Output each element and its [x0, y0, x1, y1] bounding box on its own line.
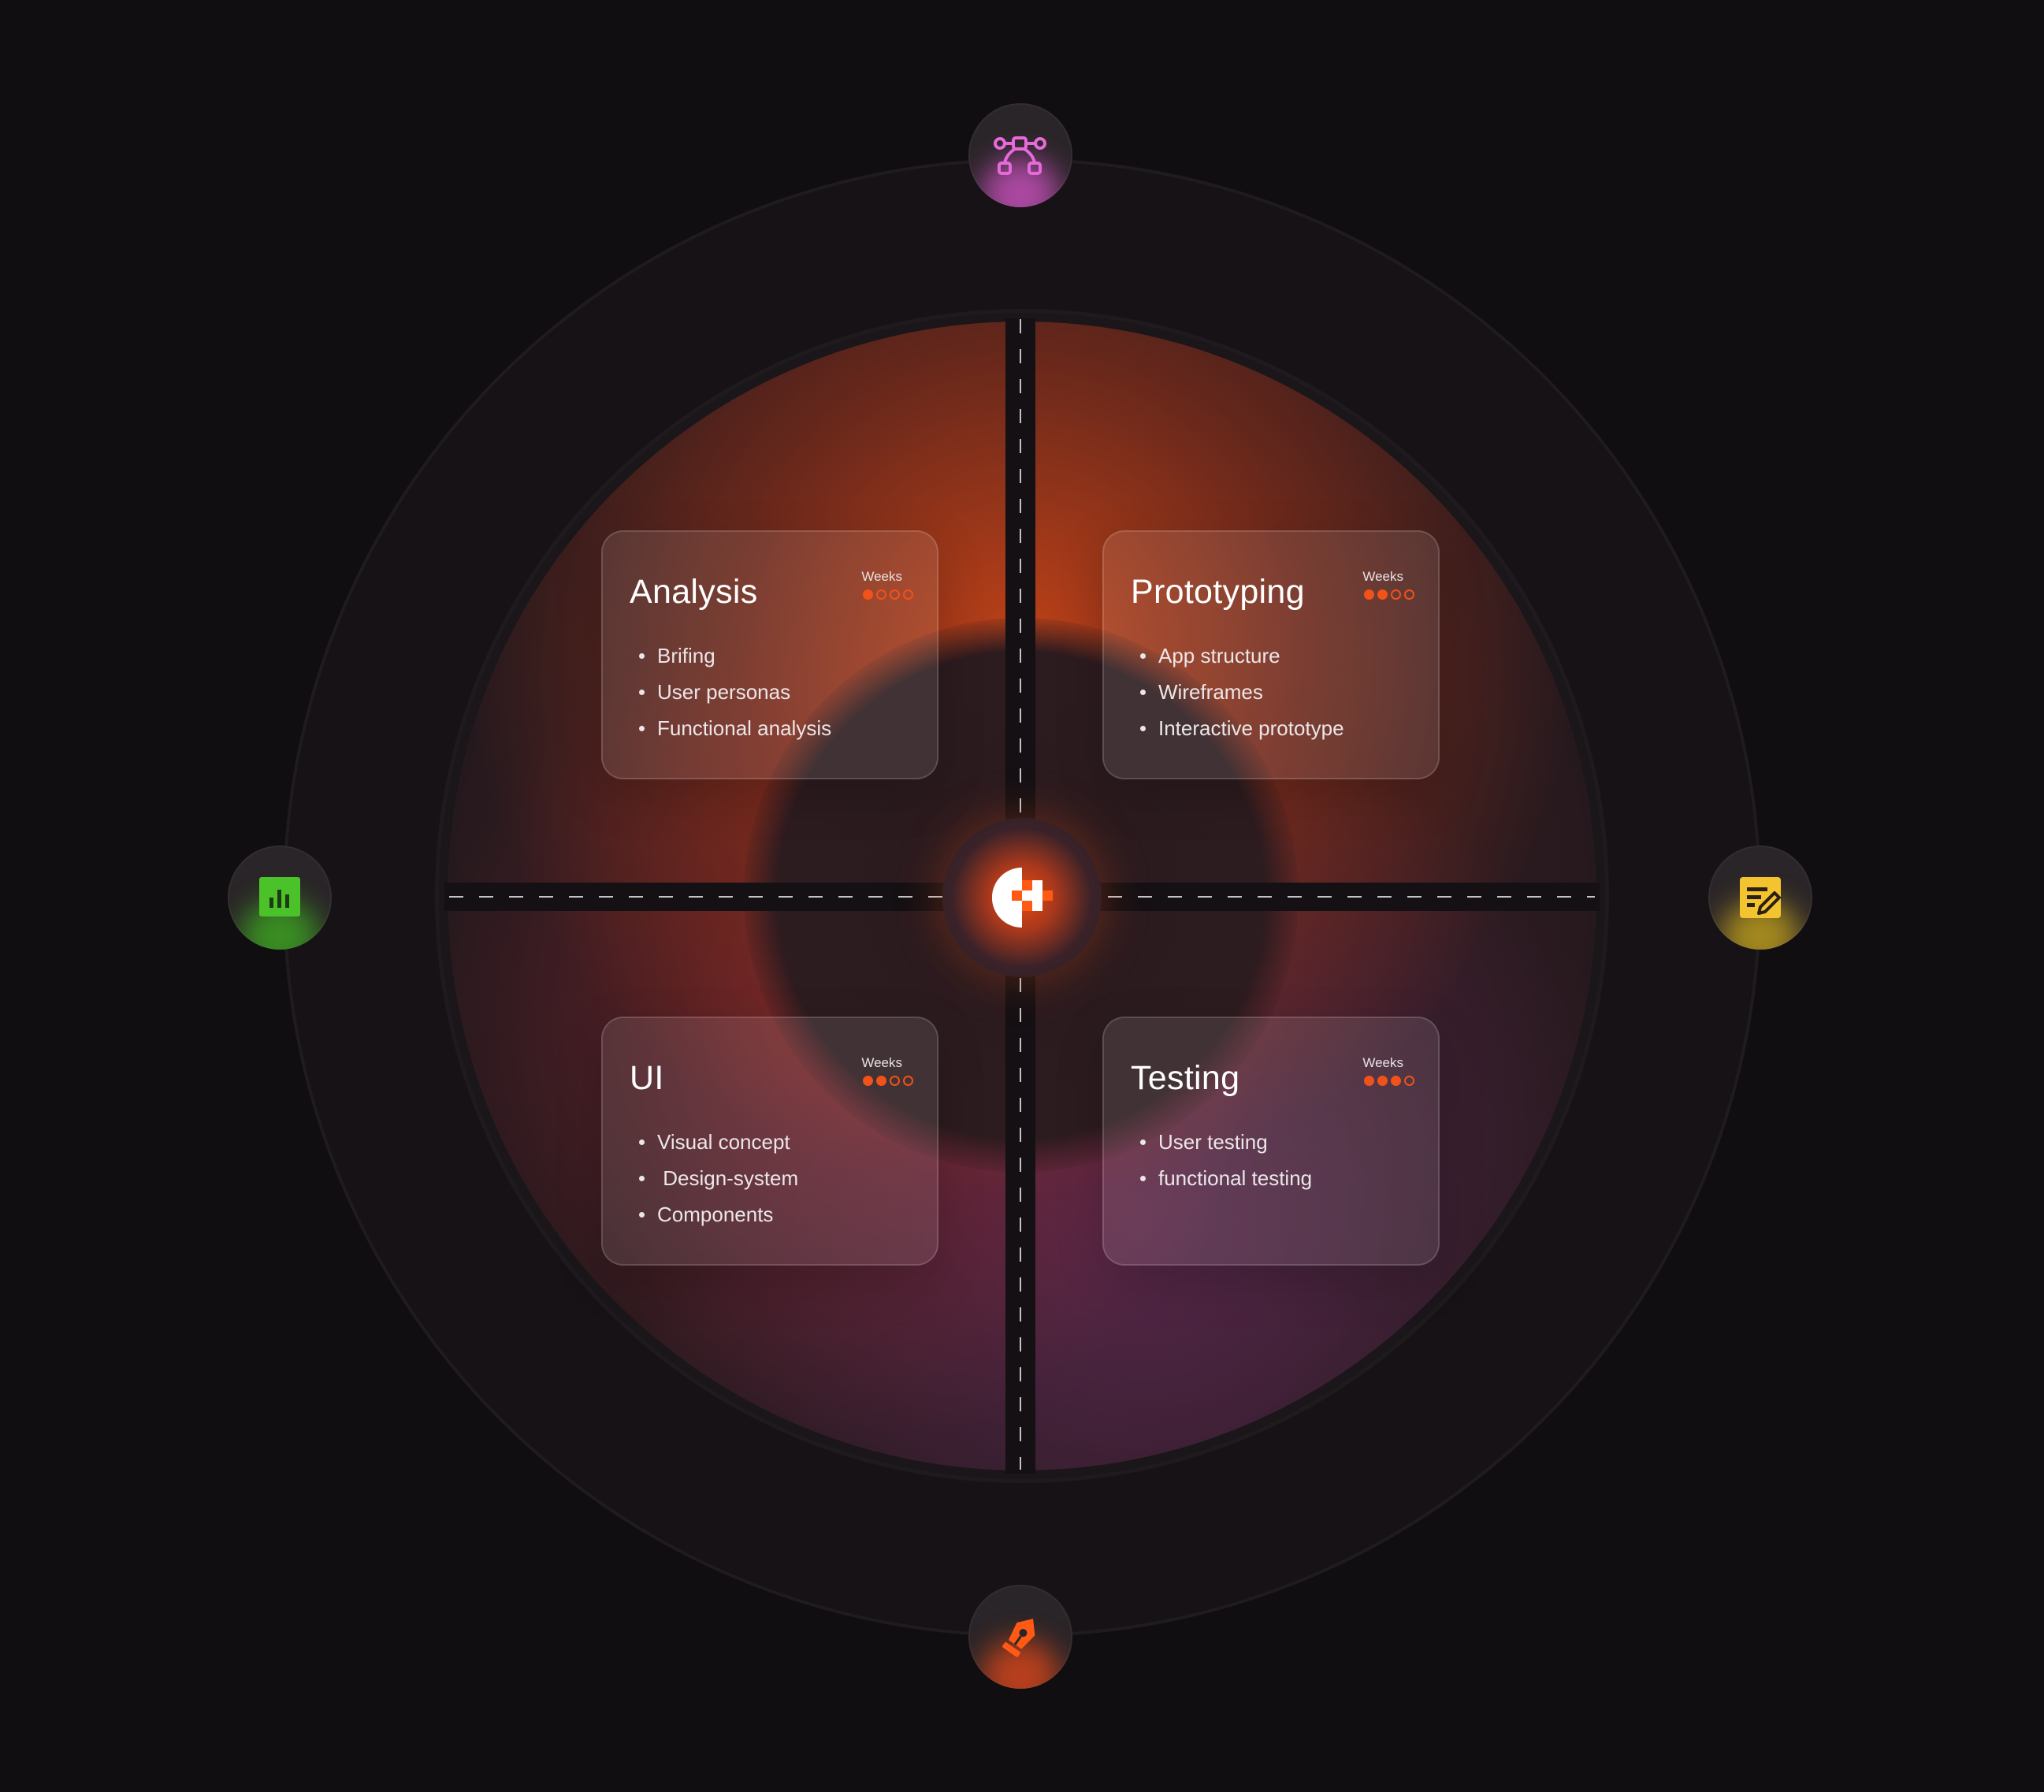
- card-title: Prototyping: [1131, 573, 1305, 611]
- weeks-label: Weeks: [1362, 569, 1403, 584]
- list-item: Visual concept: [639, 1124, 798, 1160]
- item-label: Functional analysis: [657, 716, 832, 740]
- bullet-icon: [639, 1176, 645, 1181]
- bullet-icon: [1140, 653, 1146, 659]
- list-item: User testing: [1140, 1124, 1312, 1160]
- card-items: User testing functional testing: [1140, 1124, 1312, 1196]
- list-item: Wireframes: [1140, 674, 1344, 710]
- item-label: App structure: [1158, 644, 1280, 667]
- phase-card-analysis[interactable]: Analysis Weeks Brifing User personas Fun…: [601, 530, 938, 779]
- week-dot-filled: [1364, 589, 1374, 600]
- week-dot-empty: [903, 589, 913, 600]
- week-dot-empty: [890, 1076, 900, 1086]
- edit-note-icon: [1740, 877, 1781, 918]
- item-label: User personas: [657, 680, 791, 704]
- fountain-pen-icon: [1002, 1619, 1035, 1657]
- weeks-indicator: [863, 589, 918, 602]
- card-title: Testing: [1131, 1059, 1240, 1097]
- bullet-icon: [1140, 726, 1146, 731]
- weeks-label: Weeks: [861, 569, 902, 584]
- card-items: App structure Wireframes Interactive pro…: [1140, 638, 1344, 746]
- card-title: UI: [630, 1059, 664, 1097]
- item-label: User testing: [1158, 1130, 1268, 1154]
- card-title: Analysis: [630, 573, 758, 611]
- weeks-label: Weeks: [1362, 1055, 1403, 1070]
- week-dot-filled: [863, 1076, 873, 1086]
- bullet-icon: [1140, 690, 1146, 695]
- list-item: App structure: [1140, 638, 1344, 674]
- weeks-label: Weeks: [861, 1055, 902, 1070]
- bullet-icon: [639, 653, 645, 659]
- week-dot-filled: [863, 589, 873, 600]
- list-item: functional testing: [1140, 1160, 1312, 1196]
- list-item: Design-system: [639, 1160, 798, 1196]
- bullet-icon: [639, 726, 645, 731]
- list-item: Brifing: [639, 638, 831, 674]
- week-dot-empty: [1391, 589, 1401, 600]
- item-label: Interactive prototype: [1158, 716, 1344, 740]
- item-label: Components: [657, 1203, 774, 1226]
- week-dot-filled: [876, 1076, 886, 1086]
- list-item: Functional analysis: [639, 710, 831, 746]
- week-dot-filled: [1364, 1076, 1374, 1086]
- list-item: User personas: [639, 674, 831, 710]
- bullet-icon: [639, 1140, 645, 1145]
- week-dot-empty: [876, 589, 886, 600]
- orbit-node-right[interactable]: [1708, 846, 1812, 950]
- week-dot-empty: [1404, 1076, 1414, 1086]
- orbit-node-left[interactable]: [228, 846, 332, 950]
- weeks-indicator: [1364, 1076, 1419, 1088]
- orbit-node-bottom[interactable]: [968, 1585, 1072, 1689]
- item-label: Design-system: [657, 1166, 799, 1190]
- week-dot-empty: [890, 589, 900, 600]
- weeks-indicator: [863, 1076, 918, 1088]
- weeks-indicator: [1364, 589, 1419, 602]
- center-hub[interactable]: [942, 818, 1102, 977]
- phase-card-testing[interactable]: Testing Weeks User testing functional te…: [1102, 1017, 1440, 1266]
- item-label: Visual concept: [657, 1130, 790, 1154]
- bullet-icon: [1140, 1176, 1146, 1181]
- week-dot-filled: [1377, 1076, 1388, 1086]
- list-item: Components: [639, 1196, 798, 1232]
- vector-pen-nodes-icon: [994, 136, 1046, 175]
- bullet-icon: [639, 690, 645, 695]
- bullet-icon: [1140, 1140, 1146, 1145]
- bullet-icon: [639, 1212, 645, 1218]
- phase-card-prototyping[interactable]: Prototyping Weeks App structure Wirefram…: [1102, 530, 1440, 779]
- week-dot-empty: [903, 1076, 913, 1086]
- list-item: Interactive prototype: [1140, 710, 1344, 746]
- orbit-node-top[interactable]: [968, 103, 1072, 207]
- week-dot-filled: [1391, 1076, 1401, 1086]
- brand-logo-icon: [992, 868, 1053, 928]
- card-items: Visual concept Design-system Components: [639, 1124, 798, 1232]
- item-label: Brifing: [657, 644, 715, 667]
- week-dot-filled: [1377, 589, 1388, 600]
- item-label: functional testing: [1158, 1166, 1313, 1190]
- phase-card-ui[interactable]: UI Weeks Visual concept Design-system Co…: [601, 1017, 938, 1266]
- card-items: Brifing User personas Functional analysi…: [639, 638, 831, 746]
- week-dot-empty: [1404, 589, 1414, 600]
- bar-chart-icon: [259, 877, 300, 916]
- item-label: Wireframes: [1158, 680, 1263, 704]
